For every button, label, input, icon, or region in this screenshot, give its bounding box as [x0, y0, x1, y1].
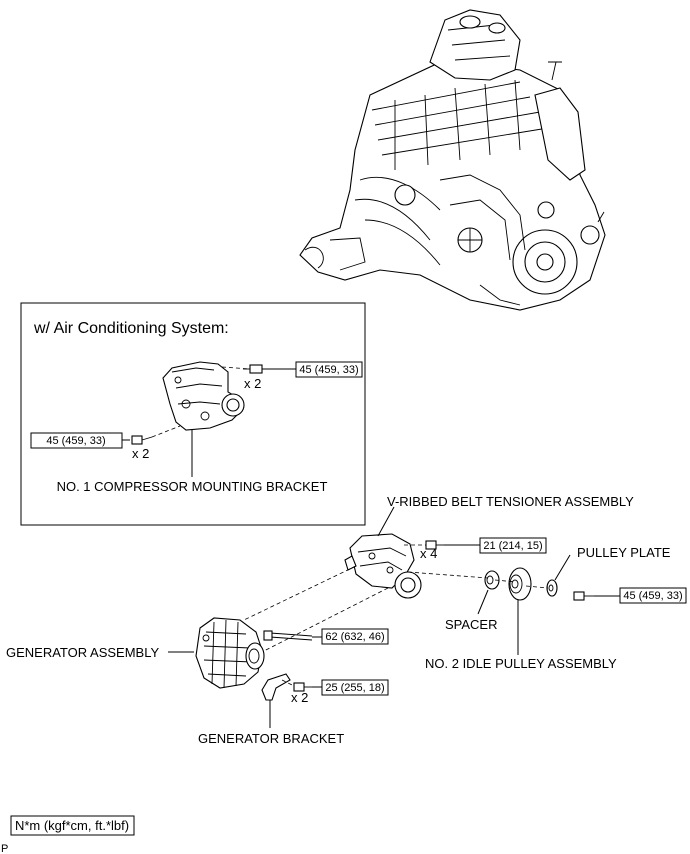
inset-air-conditioning — [20, 302, 366, 526]
pulley-plate-drawing — [546, 579, 558, 597]
inset-frame — [20, 302, 366, 526]
generator-drawing — [195, 617, 265, 689]
label-compressor-bracket: NO. 1 COMPRESSOR MOUNTING BRACKET — [57, 479, 328, 494]
label-generator: GENERATOR ASSEMBLY — [6, 645, 159, 660]
torque-inset-upper: 45 (459, 33) — [299, 364, 358, 376]
idle-pulley-drawing — [508, 567, 532, 601]
qty-generator-bracket: x 2 — [291, 690, 308, 705]
units-legend: N*m (kgf*cm, ft.*lbf) — [15, 818, 129, 833]
torque-generator-bracket: 25 (255, 18) — [325, 682, 384, 694]
torque-box-generator-bolt — [321, 628, 389, 645]
inset-title: w/ Air Conditioning System: — [33, 320, 229, 337]
torque-generator-bolt: 62 (632, 46) — [325, 631, 384, 643]
torque-box-pulley-plate — [619, 587, 687, 604]
torque-box-inset-lower — [30, 432, 123, 449]
label-spacer: SPACER — [445, 617, 498, 632]
torque-pulley-plate: 45 (459, 33) — [623, 590, 682, 602]
generator-bracket-bolt-icon — [293, 682, 312, 692]
torque-box-tensioner — [479, 537, 547, 554]
units-legend-box — [10, 815, 135, 836]
label-pulley-plate: PULLEY PLATE — [577, 545, 671, 560]
footer-mark: P — [1, 843, 8, 854]
generator-bracket-drawing — [261, 673, 291, 701]
torque-box-inset-upper — [295, 361, 363, 378]
compressor-bracket-drawing — [162, 361, 245, 431]
tensioner-drawing — [344, 533, 422, 599]
label-generator-bracket: GENERATOR BRACKET — [198, 731, 344, 746]
pulley-plate-bolt-icon — [573, 591, 594, 601]
torque-tensioner: 21 (214, 15) — [483, 540, 542, 552]
torque-box-generator-bracket — [321, 679, 389, 696]
torque-inset-lower: 45 (459, 33) — [46, 435, 105, 447]
inset-lower-bolt-icon — [131, 435, 153, 445]
generator-bolt-icon — [263, 630, 313, 641]
qty-inset-lower: x 2 — [132, 446, 149, 461]
label-idle-pulley: NO. 2 IDLE PULLEY ASSEMBLY — [425, 656, 617, 671]
qty-tensioner: x 4 — [420, 546, 437, 561]
engine-illustration — [299, 9, 606, 311]
qty-inset-upper: x 2 — [244, 376, 261, 391]
label-tensioner: V-RIBBED BELT TENSIONER ASSEMBLY — [387, 494, 634, 509]
